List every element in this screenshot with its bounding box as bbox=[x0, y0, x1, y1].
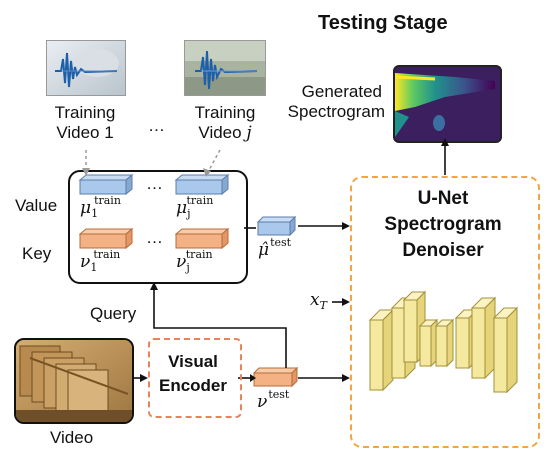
key-block-j bbox=[174, 227, 230, 250]
value-label: Value bbox=[15, 196, 58, 215]
mu-hat-test-block bbox=[256, 215, 297, 237]
training-video-1-label-line1: Training bbox=[54, 103, 116, 122]
visual-encoder-box bbox=[148, 338, 242, 418]
training-video-j-label-line2: Video j bbox=[198, 123, 252, 143]
key-ellipsis: … bbox=[146, 228, 163, 247]
denoiser-title-line3: Denoiser bbox=[402, 240, 484, 261]
query-label: Query bbox=[90, 304, 137, 323]
denoiser-title-line1: U-Net bbox=[417, 188, 469, 209]
nu-j-train-label: νjtrain bbox=[176, 248, 213, 274]
value-block-1 bbox=[78, 173, 134, 196]
training-video-1-label-line2: Video 1 bbox=[56, 123, 114, 142]
visual-encoder-label-line1: Visual bbox=[168, 352, 218, 371]
nu-test-block bbox=[252, 366, 299, 388]
key-label: Key bbox=[22, 244, 52, 263]
key-block-1 bbox=[78, 227, 134, 250]
unet-diagram bbox=[368, 290, 519, 394]
nu-test-label: νtest bbox=[257, 388, 290, 412]
training-dashed-arrows bbox=[85, 149, 221, 173]
testing-stage-title: Testing Stage bbox=[318, 12, 448, 34]
generated-spectrogram-label-line2: Spectrogram bbox=[287, 102, 385, 121]
mu-j-train-label: μjtrain bbox=[176, 194, 214, 220]
unet-denoiser-box bbox=[350, 176, 540, 448]
training-videos-ellipsis: … bbox=[148, 116, 165, 135]
nu-1-train-label: ν1train bbox=[80, 248, 121, 274]
mu-hat-test-label: μ̂test bbox=[258, 236, 292, 260]
visual-encoder-label-line2: Encoder bbox=[158, 376, 228, 395]
training-video-1-thumbnail bbox=[46, 40, 126, 96]
xt-label: xT bbox=[310, 290, 327, 312]
denoiser-title-line2: Spectrogram bbox=[384, 214, 502, 235]
input-video-image bbox=[14, 338, 134, 424]
value-ellipsis: … bbox=[146, 174, 163, 193]
training-video-j-thumbnail bbox=[184, 40, 266, 96]
generated-spectrogram-label-line1: Generated bbox=[301, 82, 382, 101]
mu-1-train-label: μ1train bbox=[80, 194, 121, 220]
video-label: Video bbox=[50, 428, 94, 447]
generated-spectrogram-image bbox=[393, 65, 502, 143]
training-video-j-label-line1: Training bbox=[194, 103, 256, 122]
value-block-j bbox=[174, 173, 230, 196]
